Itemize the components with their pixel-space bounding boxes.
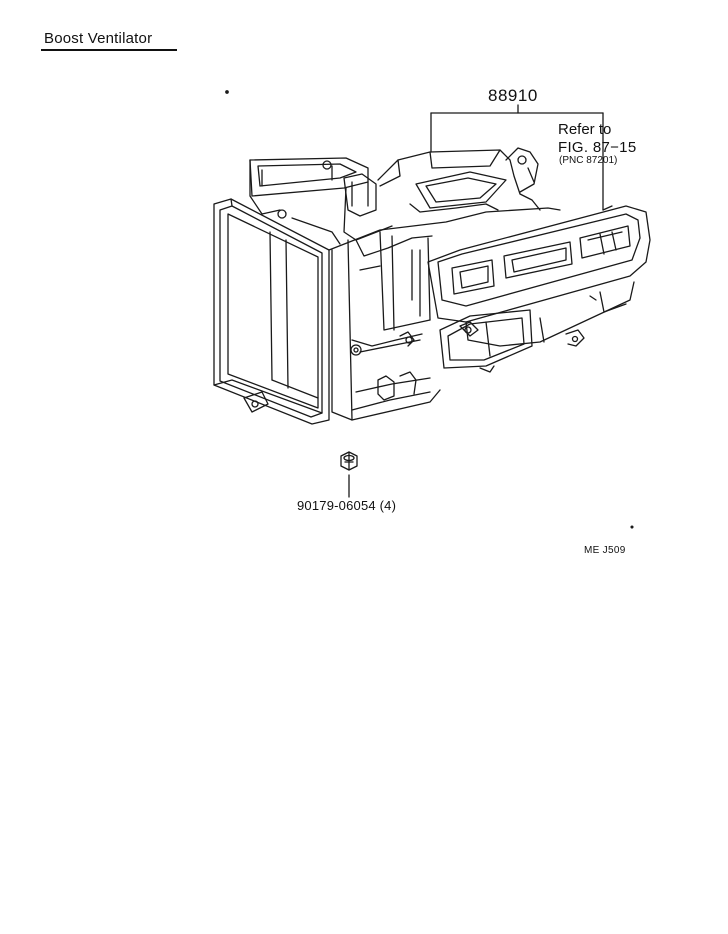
diagram-title: Boost Ventilator	[44, 30, 153, 47]
bolt-part	[340, 451, 358, 471]
title-underline	[41, 49, 177, 51]
reference-leader	[602, 205, 613, 211]
diagram-code: ME J509	[584, 545, 626, 556]
reference-figure-number: FIG. 87−15	[558, 139, 637, 156]
reference-text-line1: Refer to	[558, 121, 612, 138]
reference-pnc: (PNC 87201)	[559, 155, 618, 166]
bolt-part-number: 90179-06054 (4)	[297, 498, 397, 513]
ventilator-housing	[213, 147, 651, 425]
assembly-leader	[430, 104, 604, 211]
assembly-part-number: 88910	[488, 86, 538, 105]
